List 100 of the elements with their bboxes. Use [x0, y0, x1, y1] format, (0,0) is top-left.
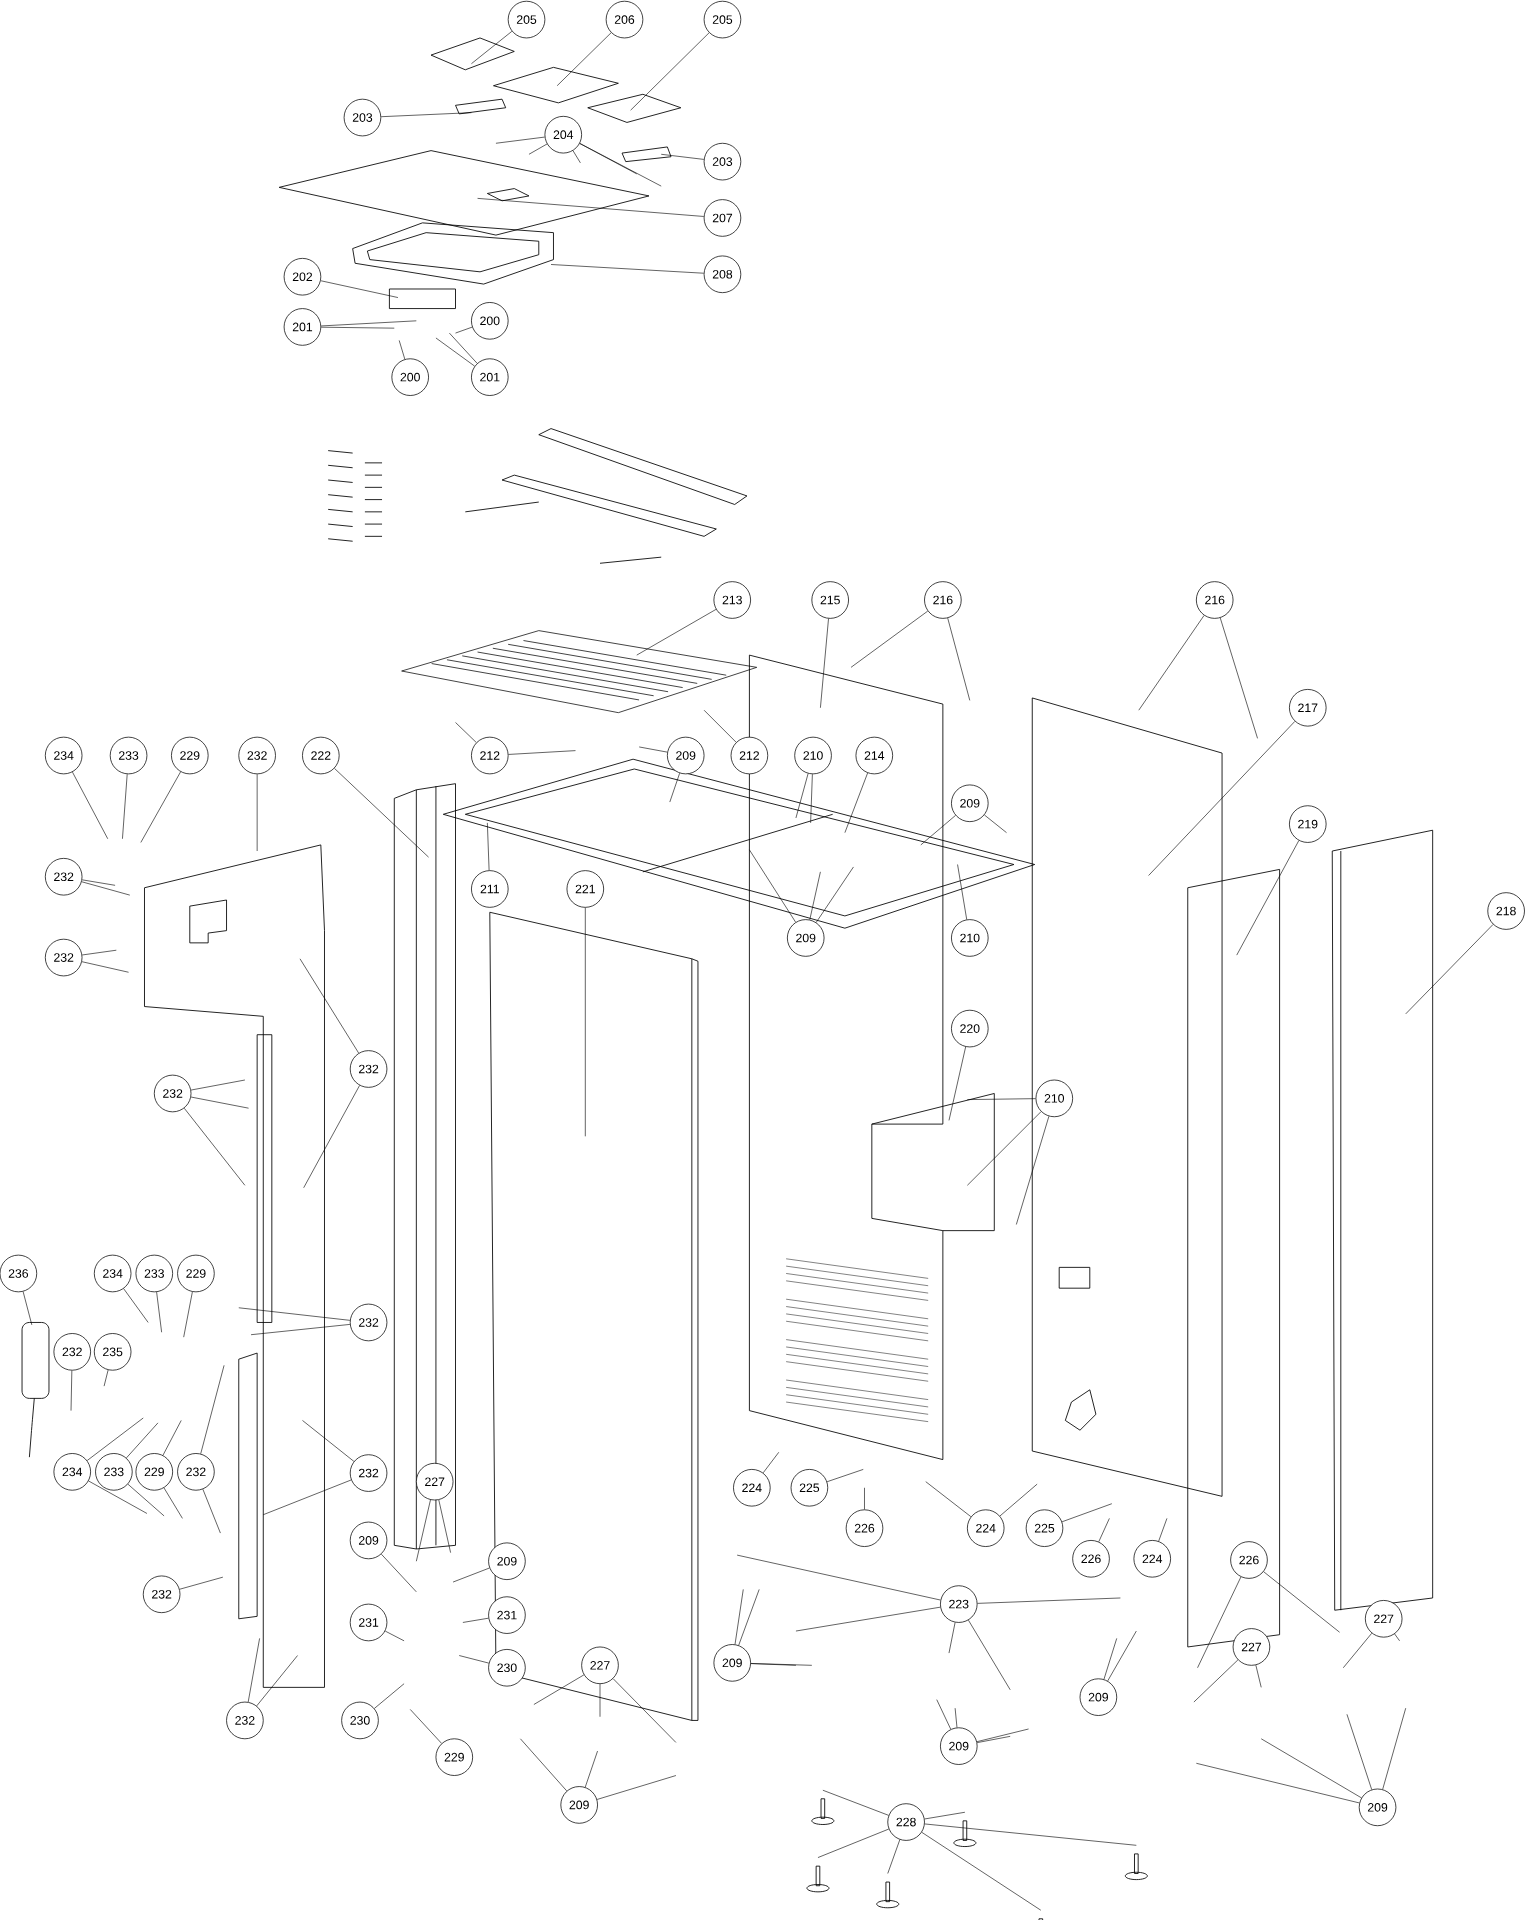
leader-line — [190, 1079, 245, 1091]
callout-number: 231 — [488, 1596, 526, 1634]
callout-number: 232 — [44, 938, 83, 977]
leader-line — [669, 772, 680, 803]
leader-line — [398, 340, 405, 360]
callout-number: 215 — [811, 581, 849, 619]
leader-line — [320, 280, 399, 298]
callout-number: 230 — [341, 1701, 379, 1740]
callout-number: 226 — [1072, 1540, 1110, 1578]
leader-line — [1195, 1762, 1360, 1804]
leader-line — [262, 1479, 352, 1515]
leader-line — [864, 1487, 865, 1510]
leader-line — [976, 1728, 1029, 1742]
leader-line — [162, 1420, 182, 1456]
callout-number: 203 — [703, 142, 741, 181]
callout-number: 209 — [560, 1786, 598, 1824]
callout-number: 235 — [93, 1333, 132, 1371]
leader-line — [202, 1488, 221, 1534]
leader-line — [1342, 1632, 1372, 1669]
leader-line — [70, 1370, 72, 1411]
leader-line — [533, 1674, 584, 1705]
leader-line — [88, 1480, 148, 1514]
leader-line — [947, 617, 970, 701]
leader-line — [470, 31, 513, 64]
callout-number: 232 — [349, 1454, 388, 1492]
callout-number: 200 — [391, 358, 429, 396]
leader-line — [190, 1096, 249, 1109]
leader-line — [519, 1738, 567, 1792]
leader-line — [822, 1789, 889, 1816]
callout-number: 203 — [343, 98, 381, 137]
callout-number: 201 — [470, 358, 509, 396]
callout-number: 210 — [950, 919, 989, 957]
leader-line — [415, 1499, 431, 1562]
leader-line — [320, 320, 417, 327]
leader-line — [1394, 1633, 1400, 1642]
callout-number: 232 — [226, 1701, 264, 1740]
leader-line — [71, 771, 108, 840]
callout-number: 234 — [44, 736, 83, 775]
callout-number: 227 — [415, 1462, 454, 1501]
callout-number: 227 — [1364, 1600, 1403, 1638]
leader-line — [140, 771, 181, 843]
leader-line — [1236, 840, 1299, 956]
callout-number: 204 — [544, 115, 582, 154]
callout-number: 224 — [732, 1469, 771, 1507]
callout-number: 233 — [135, 1254, 173, 1293]
leader-line — [1103, 1638, 1117, 1680]
leader-line — [887, 1839, 900, 1874]
leader-line — [1015, 1116, 1049, 1225]
leader-line — [247, 1638, 260, 1703]
leader-line — [301, 1420, 355, 1462]
leader-line — [495, 136, 545, 144]
leader-line — [948, 1046, 966, 1121]
callout-number: 208 — [703, 255, 741, 294]
callout-number: 224 — [1133, 1540, 1171, 1578]
leader-line — [819, 618, 829, 709]
leader-line — [238, 1307, 351, 1321]
callout-number: 211 — [470, 870, 509, 908]
leader-line — [458, 1655, 489, 1664]
leader-line — [179, 1576, 223, 1590]
leader-line — [455, 722, 477, 743]
leader-line — [121, 773, 128, 840]
leader-line — [924, 1811, 966, 1820]
leader-line — [844, 772, 868, 833]
leader-line — [127, 1483, 165, 1517]
leader-line — [373, 1683, 405, 1709]
callout-number: 209 — [349, 1521, 388, 1560]
callout-number: 205 — [703, 0, 741, 39]
callout-number: 233 — [94, 1453, 133, 1491]
leader-line — [584, 1750, 598, 1788]
leader-line — [81, 879, 116, 886]
leader-line — [596, 1775, 677, 1800]
leader-line — [579, 143, 662, 187]
callout-number: 220 — [950, 1009, 989, 1048]
leader-line — [826, 1469, 864, 1483]
leader-line — [815, 866, 854, 923]
leader-line — [1197, 1576, 1242, 1669]
leader-line — [448, 332, 478, 364]
leader-line — [156, 1291, 162, 1333]
callout-number: 223 — [939, 1585, 978, 1623]
leader-line — [1061, 1503, 1112, 1523]
callout-number: 209 — [939, 1727, 978, 1765]
callout-number: 209 — [488, 1542, 526, 1580]
leader-line — [303, 1085, 360, 1189]
leader-line — [183, 1107, 245, 1186]
leader-line — [954, 1707, 958, 1728]
leader-line — [948, 1622, 956, 1654]
leader-line — [200, 1365, 225, 1455]
callout-number: 202 — [283, 258, 321, 296]
leader-line — [850, 610, 928, 668]
callout-number: 227 — [1232, 1628, 1270, 1666]
leader-line — [736, 1554, 941, 1601]
leader-line — [612, 1678, 677, 1743]
leader-line — [333, 768, 429, 858]
leader-line — [22, 1291, 32, 1326]
leader-line — [1405, 924, 1494, 1015]
callout-number: 209 — [786, 919, 825, 957]
callout-number: 205 — [507, 0, 546, 39]
leader-line — [809, 871, 821, 920]
leader-line — [983, 814, 1007, 833]
leader-line — [1219, 617, 1258, 739]
